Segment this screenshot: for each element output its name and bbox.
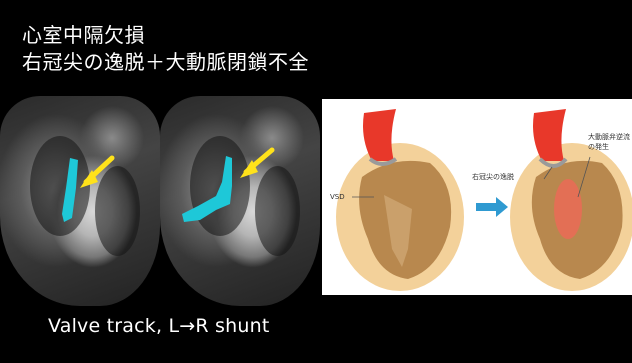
regurg-label-line-1: 大動脈弁逆流 — [588, 132, 630, 141]
slide-caption: Valve track, L→R shunt — [48, 314, 269, 338]
mri-image-left — [0, 96, 160, 306]
shunt-track — [182, 156, 232, 222]
yellow-arrow-icon — [240, 150, 272, 178]
transition-arrow-icon — [476, 197, 508, 217]
heart-before — [336, 109, 464, 291]
mri-right-overlay — [160, 96, 320, 306]
heart-diagram-panel: VSD 右冠尖の逸脱 大動脈弁逆流 の発生 — [322, 99, 632, 295]
heart-diagram: VSD 右冠尖の逸脱 大動脈弁逆流 の発生 — [322, 99, 632, 295]
prolapse-label: 右冠尖の逸脱 — [472, 172, 514, 181]
mri-image-right — [160, 96, 320, 306]
title-line-2: 右冠尖の逸脱＋大動脈閉鎖不全 — [22, 49, 309, 76]
title-line-1: 心室中隔欠損 — [22, 22, 309, 49]
vsd-label: VSD — [330, 193, 345, 201]
shunt-track — [62, 158, 78, 222]
slide-title: 心室中隔欠損 右冠尖の逸脱＋大動脈閉鎖不全 — [22, 22, 309, 76]
mri-left-overlay — [0, 96, 160, 306]
regurgitation-jet — [554, 179, 582, 239]
yellow-arrow-icon — [80, 158, 112, 188]
regurg-label-line-2: の発生 — [588, 142, 609, 151]
